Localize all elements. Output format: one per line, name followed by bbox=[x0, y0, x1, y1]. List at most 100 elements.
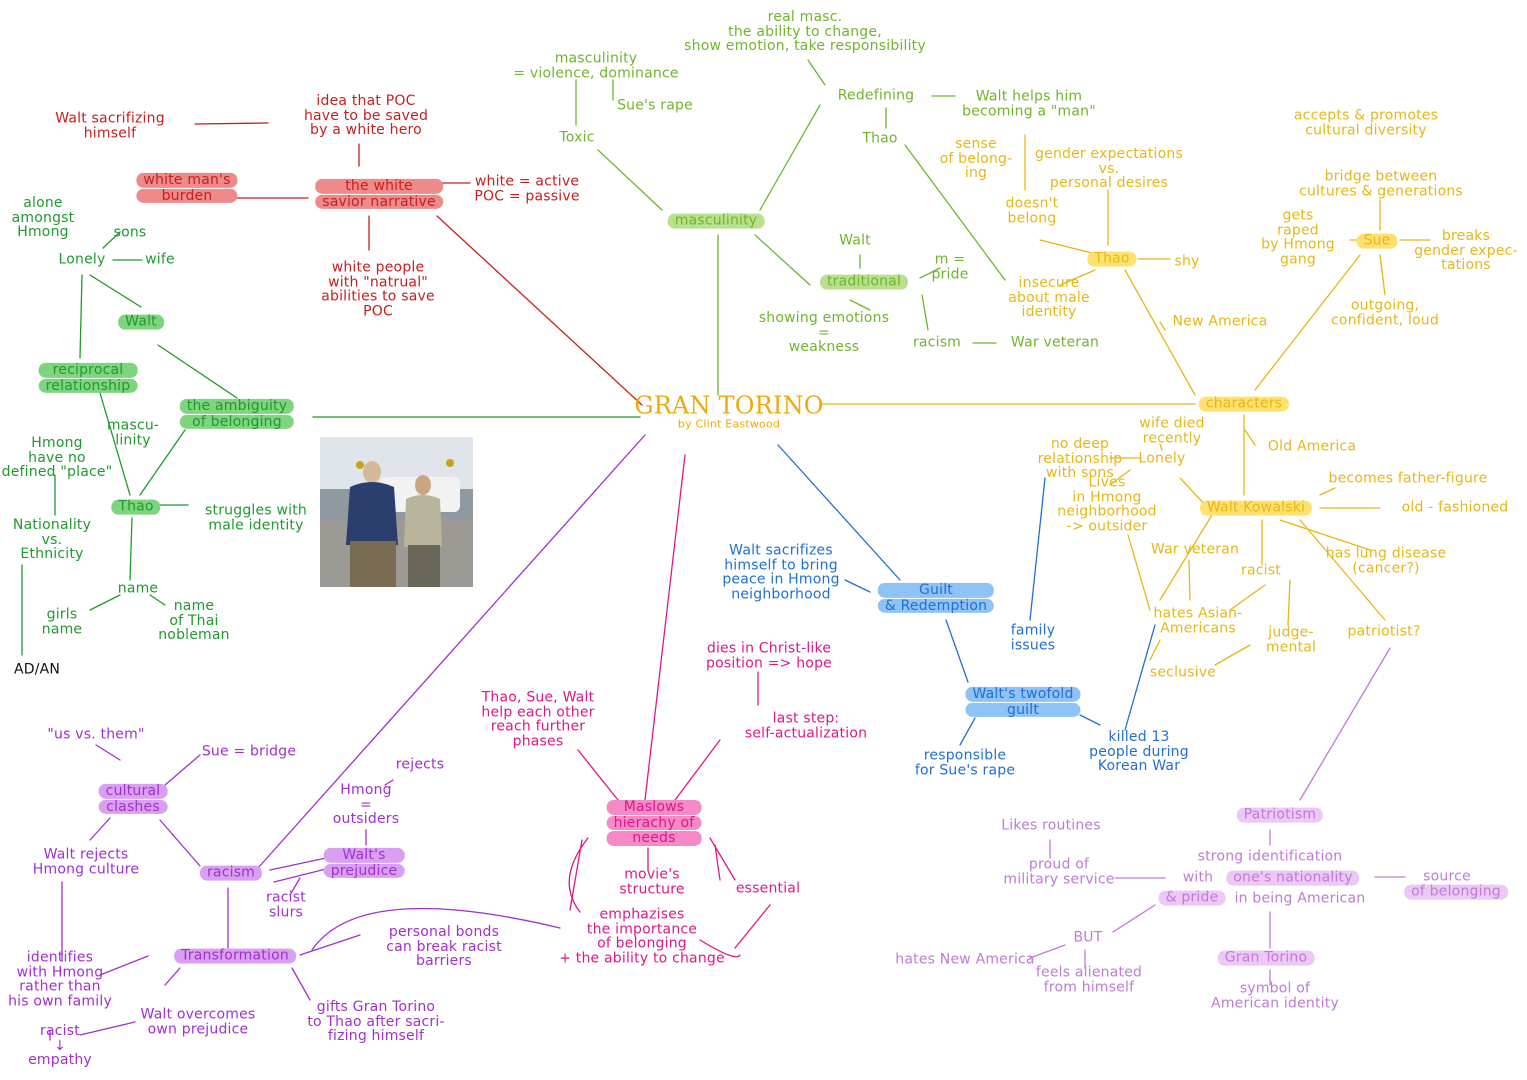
node-text-line: Hmong culture bbox=[32, 861, 140, 877]
connector-line bbox=[1029, 477, 1046, 621]
node-text-line: have no bbox=[28, 449, 86, 466]
node-text-line: himself to bring bbox=[724, 557, 838, 574]
node-text-line: hierachy of bbox=[606, 815, 702, 831]
node-ones-nationality: one's nationality bbox=[1226, 870, 1360, 887]
node-thao-lime: Thao bbox=[862, 131, 897, 147]
node-text-line: savior narrative bbox=[315, 194, 443, 210]
connector-line bbox=[157, 344, 238, 399]
connector-line bbox=[904, 144, 1006, 281]
node-text-line: + the ability to change bbox=[559, 950, 725, 967]
node-text-line: essential bbox=[735, 880, 801, 897]
node-text-line: confident, loud bbox=[1331, 312, 1439, 328]
node-lonely-y: Lonely bbox=[1139, 451, 1186, 467]
node-text-line: outgoing, bbox=[1350, 297, 1420, 314]
node-text-line: one's nationality bbox=[1226, 870, 1360, 886]
node-text-line: to Thao after sacri- bbox=[307, 1013, 445, 1030]
node-of-belonging-hl: of belonging bbox=[1404, 884, 1508, 901]
node-text-line: Hmong bbox=[340, 781, 392, 798]
connector-line bbox=[674, 739, 721, 801]
node-text-line: of Thai bbox=[169, 612, 219, 629]
node-text-line: Walt overcomes bbox=[140, 1006, 256, 1023]
node-text-line: white = active bbox=[474, 173, 580, 190]
connector-line bbox=[99, 392, 131, 496]
node-text-line: BUT bbox=[1073, 929, 1103, 946]
node-m-pride: m =pride bbox=[931, 252, 968, 281]
node-gran-torino-node: Gran Torino bbox=[1217, 950, 1315, 967]
node-text-line: military service bbox=[1003, 871, 1115, 887]
node-text-line: & pride bbox=[1158, 890, 1226, 906]
node-text-line: -> outsider bbox=[1066, 518, 1148, 535]
node-sons: sons bbox=[114, 225, 147, 241]
connector-line bbox=[569, 839, 583, 911]
node-text-line: gender expectations bbox=[1035, 145, 1183, 162]
node-text-line: hates Asian- bbox=[1153, 605, 1243, 622]
node-masculinity-violence: masculinity= violence, dominance bbox=[513, 51, 678, 80]
node-with-nationality-w: with bbox=[1183, 870, 1214, 886]
node-text-line: with "natrual" bbox=[328, 274, 428, 291]
connector-line bbox=[102, 231, 121, 249]
node-text-line: masculinity bbox=[667, 213, 765, 229]
node-text-line: can break racist bbox=[386, 938, 502, 955]
node-text-line: position => hope bbox=[706, 655, 832, 671]
node-text-line: sense bbox=[955, 135, 997, 152]
node-guilt-redemption: Guilt& Redemption bbox=[877, 582, 995, 614]
node-text-line: of belonging bbox=[179, 414, 295, 430]
node-text-line: Toxic bbox=[559, 129, 595, 146]
node-text-line: with Hmong bbox=[16, 964, 104, 981]
node-text-line: with sons bbox=[1046, 465, 1114, 482]
node-text-line: source bbox=[1423, 868, 1471, 885]
node-text-line: showing emotions bbox=[758, 309, 890, 326]
node-text-line: clashes bbox=[98, 799, 168, 815]
node-text-line: own prejudice bbox=[147, 1021, 249, 1037]
node-text-line: gang bbox=[1279, 251, 1317, 268]
node-text-line: AD/AN bbox=[13, 661, 61, 678]
node-text-line: help each other bbox=[481, 704, 595, 721]
node-text-line: responsible bbox=[923, 747, 1007, 764]
node-text-line: rejects bbox=[395, 756, 445, 773]
connector-line bbox=[269, 857, 327, 871]
connector-line bbox=[89, 274, 142, 308]
node-text-line: personal desires bbox=[1049, 175, 1169, 192]
node-text-line: show emotion, take responsibility bbox=[684, 38, 926, 55]
node-text-line: weakness bbox=[788, 339, 860, 356]
node-text-line: patriotist? bbox=[1347, 623, 1421, 640]
connector-line bbox=[384, 779, 394, 786]
node-text-line: Walt bbox=[118, 314, 164, 330]
node-text-line: reach further bbox=[490, 719, 586, 735]
node-text-line: dies in Christ-like bbox=[706, 640, 832, 657]
node-last-step: last step:self-actualization bbox=[745, 711, 867, 740]
node-text-line: white man's bbox=[136, 173, 238, 188]
node-text-line: male identity bbox=[208, 517, 304, 533]
connector-curve bbox=[311, 907, 561, 951]
node-ad-an: AD/AN bbox=[13, 661, 61, 678]
node-text-line: of belong- bbox=[939, 150, 1013, 167]
connector-line bbox=[714, 844, 721, 881]
node-text-line: cultural bbox=[98, 784, 168, 799]
node-text-line: wife bbox=[145, 251, 175, 268]
node-text-line: racism bbox=[199, 865, 263, 881]
node-text-line: feels alienated bbox=[1035, 964, 1143, 981]
node-text-line: symbol of bbox=[1239, 980, 1311, 997]
node-text-line: abilities to save bbox=[321, 289, 435, 305]
connector-line bbox=[597, 149, 663, 211]
node-outgoing: outgoing,confident, loud bbox=[1331, 298, 1439, 327]
node-text-line: racist bbox=[1241, 562, 1281, 579]
node-text-line: Maslows bbox=[606, 800, 702, 815]
node-text-line: phases bbox=[512, 733, 564, 750]
node-text-line: breaks bbox=[1441, 227, 1491, 244]
node-judgemental: judge-mental bbox=[1266, 625, 1316, 654]
node-text-line: guilt bbox=[965, 702, 1081, 718]
